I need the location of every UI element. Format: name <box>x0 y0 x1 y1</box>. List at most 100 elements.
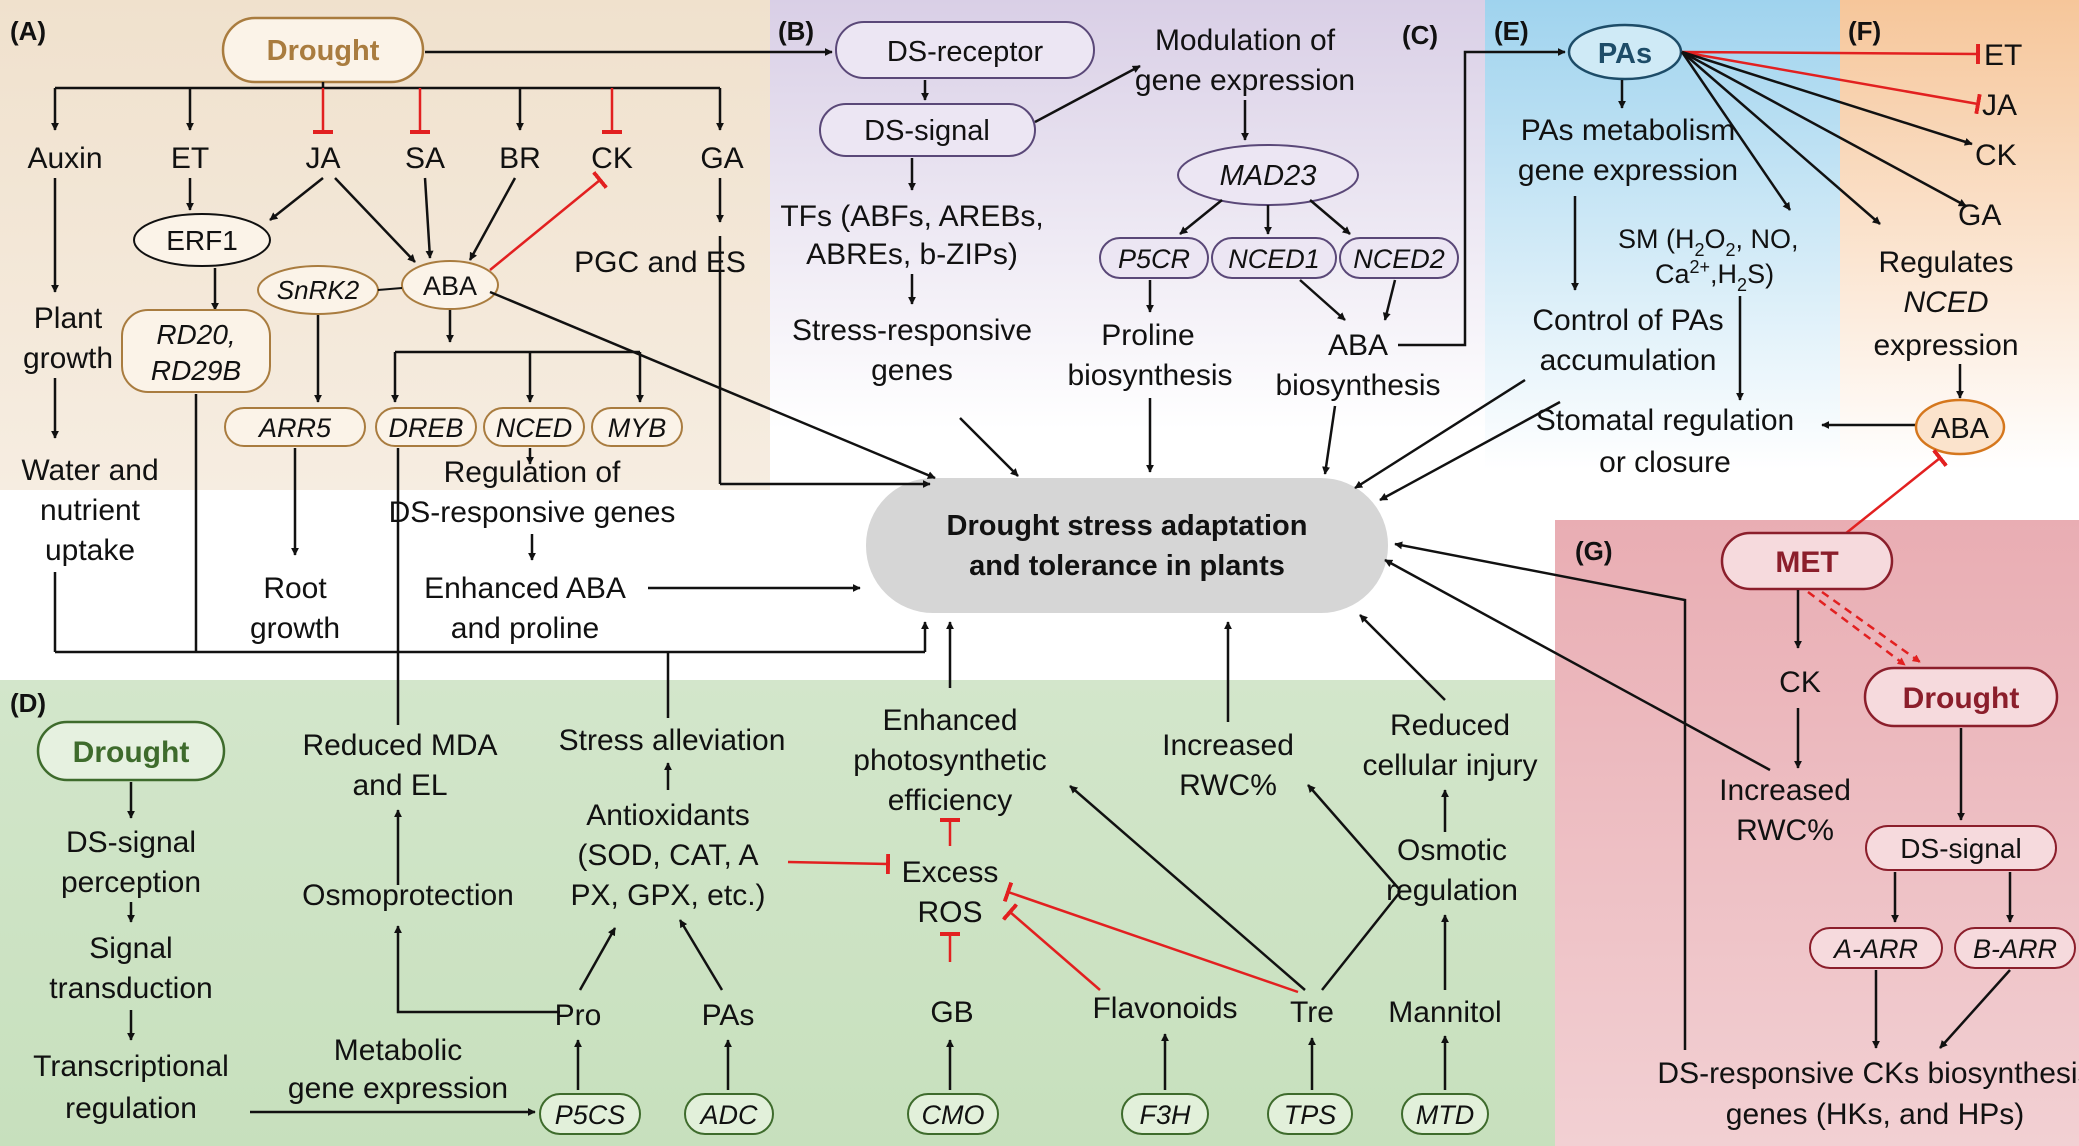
met-label: MET <box>1775 546 1838 579</box>
ck-label-a: CK <box>591 142 633 175</box>
ds-signal-node-g <box>1865 825 2057 871</box>
b-arr-label: B-ARR <box>1973 934 2057 964</box>
ck-genes-line2: genes (HKs, and HPs) <box>1726 1098 2024 1131</box>
antioxidants-line2: (SOD, CAT, A <box>577 839 758 872</box>
mtd-label: MTD <box>1416 1100 1474 1130</box>
regulation-line1: Regulation of <box>444 456 621 489</box>
pas-control-line1: Control of PAs <box>1532 304 1723 337</box>
panel-c: Modulation of gene expression MAD23 P5CR… <box>1067 24 1566 475</box>
mad23-label: MAD23 <box>1220 160 1317 192</box>
b-arr-node <box>1954 927 2076 969</box>
root-growth-line2: growth <box>250 612 340 645</box>
stress-alleviation-label: Stress alleviation <box>559 724 786 757</box>
ds-signal-label-g: DS-signal <box>1900 833 2021 864</box>
tps-node <box>1267 1093 1353 1135</box>
panel-b: DS-receptor DS-signal TFs (ABFs, AREBs, … <box>425 21 1141 477</box>
stomatal-line1: Stomatal regulation <box>1536 404 1795 437</box>
sm-line1: SM (H2O2, NO, <box>1618 224 1799 260</box>
pro-label: Pro <box>555 999 602 1032</box>
drought-label-d: Drought <box>73 736 190 769</box>
flavonoids-label: Flavonoids <box>1092 992 1237 1025</box>
perception-line1: DS-signal <box>66 826 196 859</box>
panel-label-f: (F) <box>1848 16 1881 46</box>
pgc-es-label: PGC and ES <box>574 246 746 279</box>
drought-node-d <box>36 720 226 782</box>
photo-line1: Enhanced <box>882 704 1017 737</box>
pas-control-line2: accumulation <box>1540 344 1717 377</box>
aba-label-a: ABA <box>423 271 477 301</box>
p5cs-node <box>539 1093 641 1135</box>
rwc-g-line2: RWC% <box>1736 814 1834 847</box>
sa-label: SA <box>405 142 445 175</box>
regulates-line1: Regulates <box>1878 246 2013 279</box>
dreb-label: DREB <box>388 413 463 443</box>
osmotic-line2: regulation <box>1386 874 1518 907</box>
center-node <box>866 478 1388 613</box>
ds-receptor-node <box>835 21 1095 79</box>
tre-label: Tre <box>1290 996 1334 1029</box>
sm-line2: Ca2+,H2S) <box>1655 257 1774 295</box>
aba-bio-line1: ABA <box>1328 329 1388 362</box>
antioxidants-line1: Antioxidants <box>586 799 749 832</box>
ga-label-f: GA <box>1958 199 2001 232</box>
nced2-node <box>1339 237 1459 279</box>
panel-label-d: (D) <box>10 688 46 718</box>
et-label: ET <box>171 142 209 175</box>
panel-a-lower: Water and nutrient uptake Regulation of … <box>21 236 936 654</box>
erf1-node <box>133 213 271 267</box>
pas-label-d: PAs <box>702 999 755 1032</box>
center-title-line1: Drought stress adaptation <box>947 510 1308 542</box>
adc-label: ADC <box>698 1100 758 1130</box>
enhanced-aba-line2: and proline <box>451 612 599 645</box>
panel-f: ET JA CK GA Regulates NCED expression AB… <box>1681 39 2022 456</box>
et-label-f: ET <box>1984 39 2022 72</box>
panel-a: Drought Auxin ET JA SA BR CK GA ERF1 SnR… <box>23 16 746 465</box>
pas-meta-line1: PAs metabolism <box>1521 114 1736 147</box>
rwc-d-line1: Increased <box>1162 729 1294 762</box>
panel-label-e: (E) <box>1494 16 1529 46</box>
panel-d: Drought DS-signal perception Signal tran… <box>33 614 1538 1135</box>
proline-line1: Proline <box>1101 319 1194 352</box>
perception-line2: perception <box>61 866 201 899</box>
plant-growth-line2: growth <box>23 342 113 375</box>
water-uptake-line3: uptake <box>45 534 135 567</box>
a-arr-label: A-ARR <box>1832 934 1918 964</box>
modulation-line1: Modulation of <box>1155 24 1336 57</box>
panel-e-background <box>1485 0 1840 470</box>
antioxidants-line3: PX, GPX, etc.) <box>570 879 765 912</box>
stress-genes-line1: Stress-responsive <box>792 314 1032 347</box>
panel-label-c: (C) <box>1402 20 1438 50</box>
osmoprotection-label: Osmoprotection <box>302 879 514 912</box>
panel-label-g: (G) <box>1575 536 1613 566</box>
met-node <box>1720 531 1894 591</box>
f3h-label: F3H <box>1139 1100 1191 1130</box>
ck-genes-line1: DS-responsive CKs biosynthesis <box>1657 1057 2079 1090</box>
regulates-line2: NCED <box>1903 286 1988 319</box>
snrk2-label: SnRK2 <box>277 275 360 305</box>
nced-node-a <box>483 407 585 447</box>
regulates-line3: expression <box>1873 329 2018 362</box>
drought-label-g: Drought <box>1903 682 2020 715</box>
panel-e: PAs PAs metabolism gene expression Contr… <box>1354 23 1920 502</box>
photo-line2: photosynthetic <box>853 744 1046 777</box>
drought-node-g <box>1863 666 2059 728</box>
osmotic-line1: Osmotic <box>1397 834 1507 867</box>
tfs-line2: ABREs, b-ZIPs) <box>806 238 1018 271</box>
transduction-line1: Signal <box>89 932 172 965</box>
photo-line3: efficiency <box>888 784 1013 817</box>
modulation-line2: gene expression <box>1135 64 1355 97</box>
pas-meta-line2: gene expression <box>1518 154 1738 187</box>
aba-node-f <box>1914 398 2006 456</box>
mannitol-label: Mannitol <box>1388 996 1501 1029</box>
ds-signal-node-b <box>819 103 1036 157</box>
pas-node-e <box>1567 23 1683 81</box>
plant-growth-line1: Plant <box>34 302 103 335</box>
injury-line2: cellular injury <box>1362 749 1537 782</box>
ga-label-a: GA <box>700 142 743 175</box>
gb-label: GB <box>930 996 973 1029</box>
mda-line1: Reduced MDA <box>302 729 497 762</box>
p5cr-node <box>1099 237 1209 279</box>
rd29b-label: RD29B <box>151 355 241 386</box>
